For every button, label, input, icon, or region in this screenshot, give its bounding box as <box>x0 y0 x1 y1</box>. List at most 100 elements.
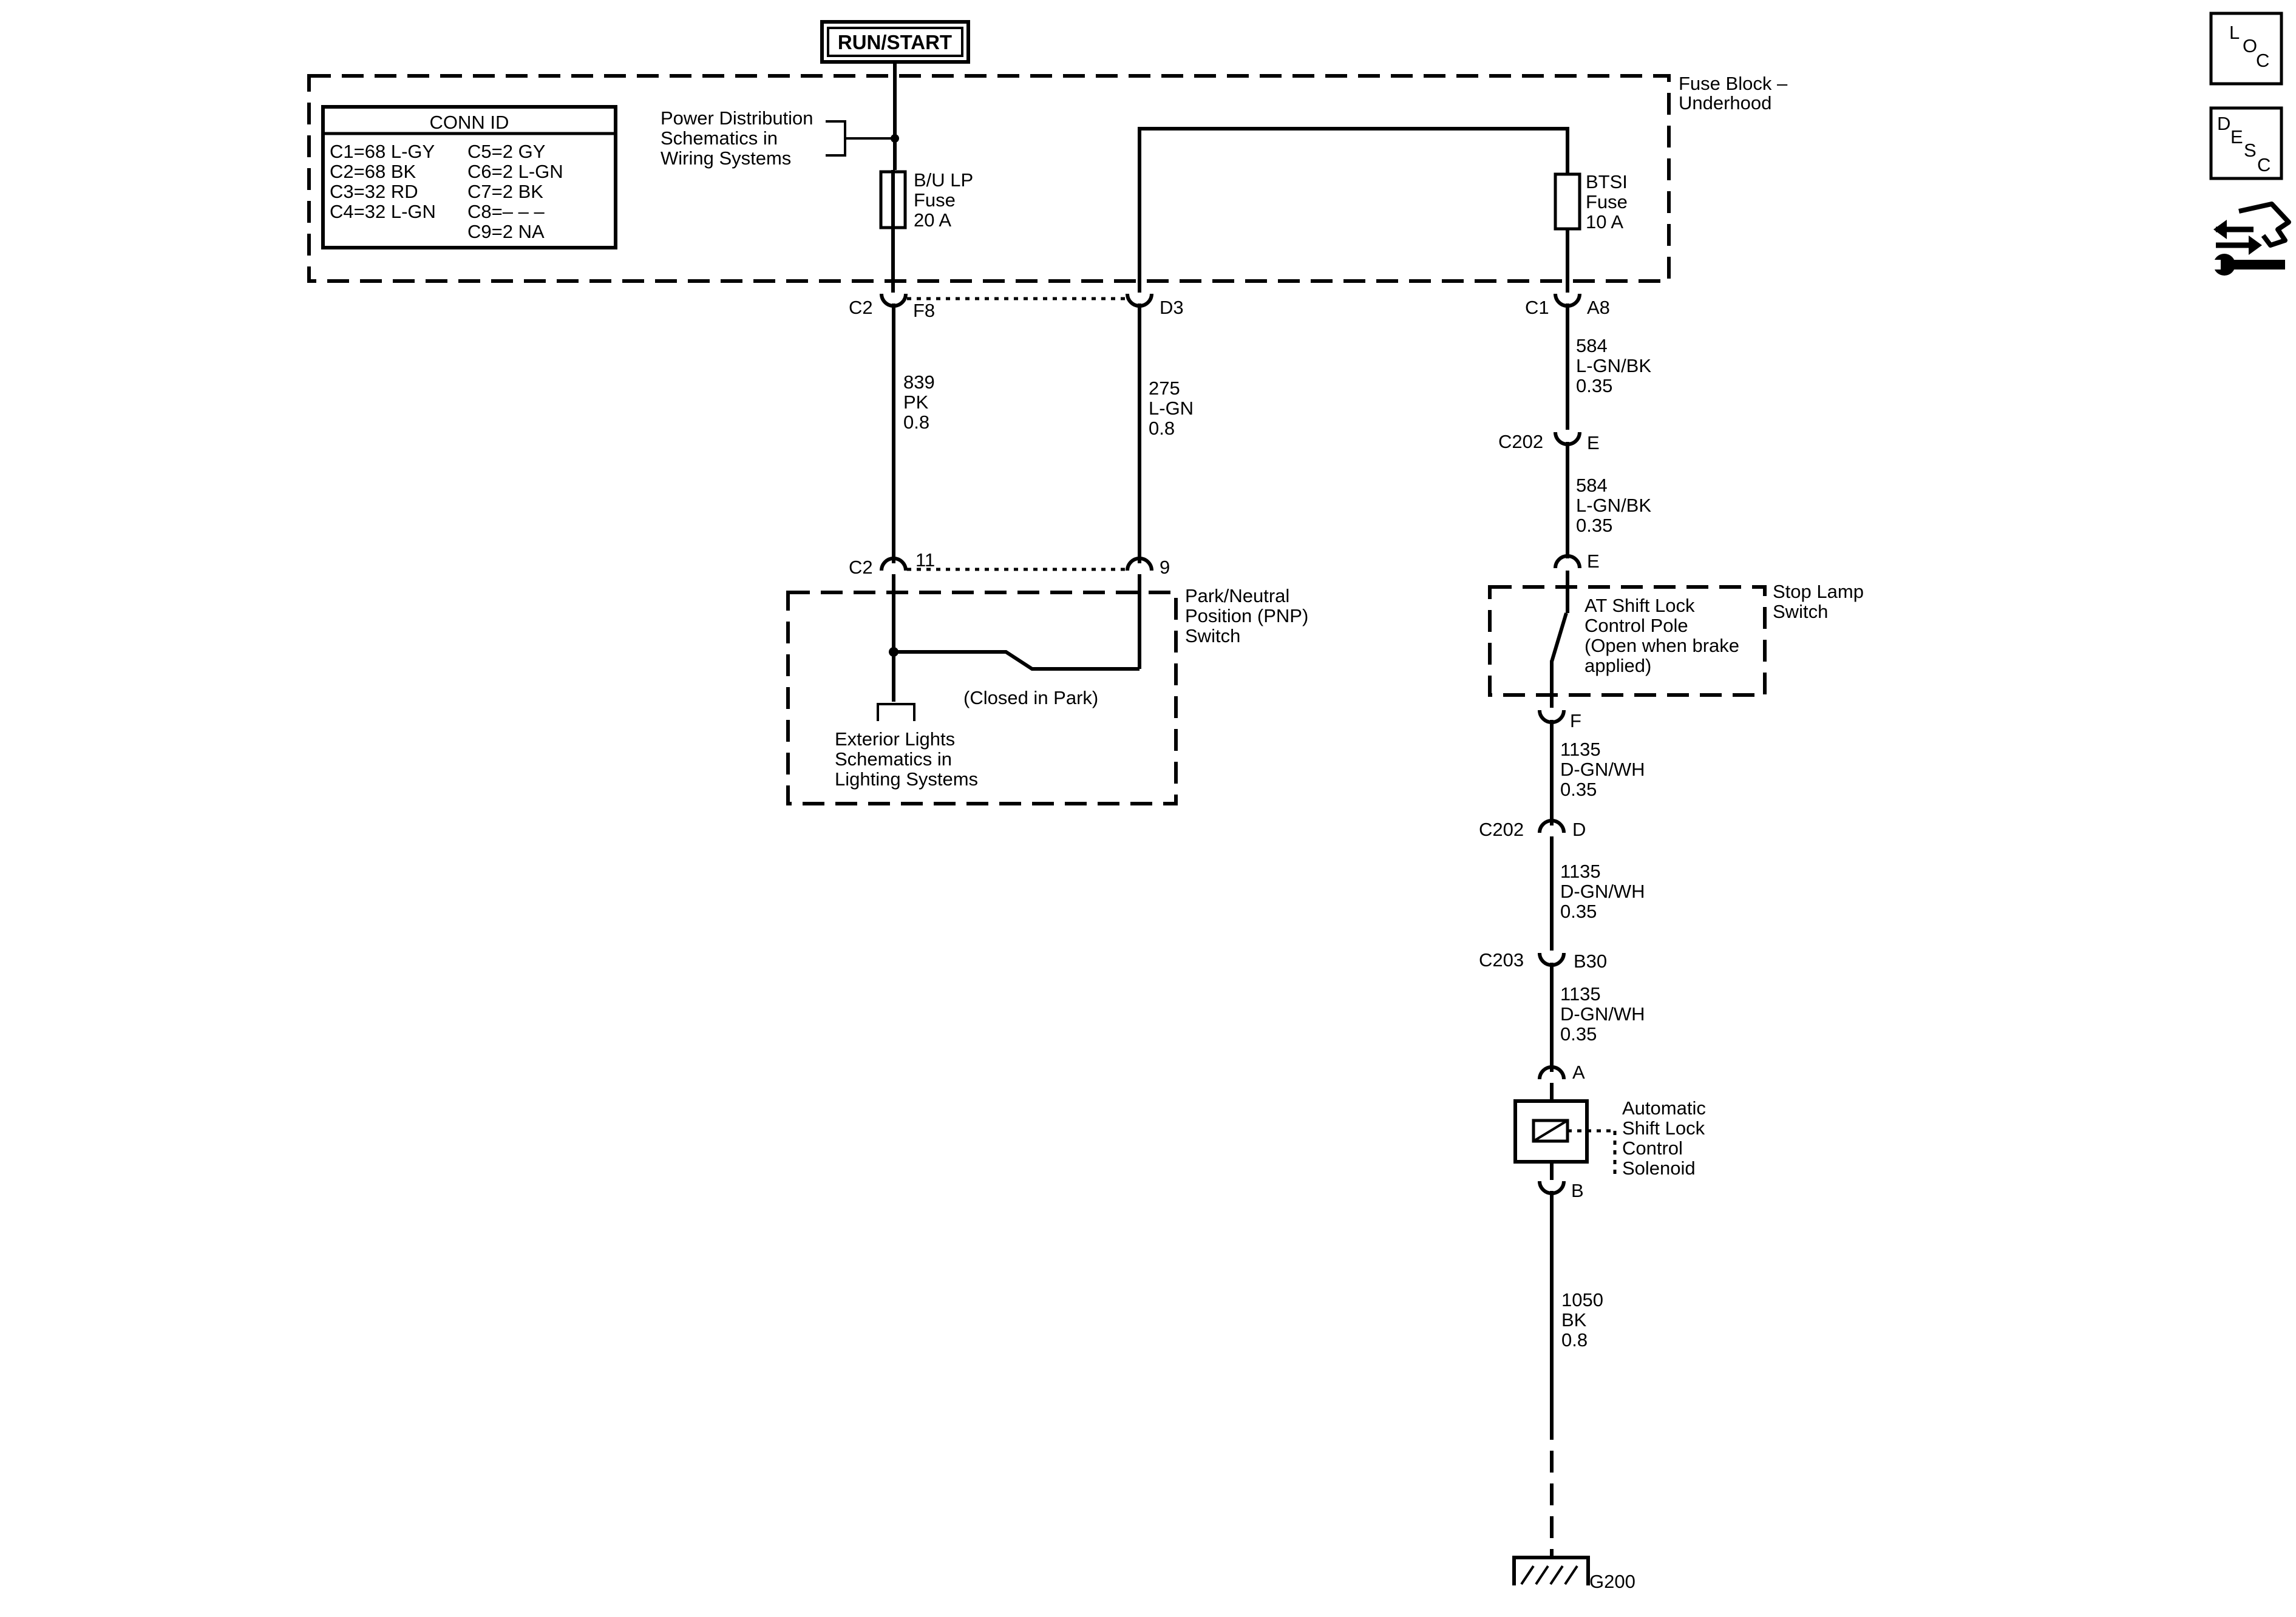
desc-letter-e: E <box>2230 126 2243 147</box>
exterior-lights-bracket <box>877 703 915 721</box>
ground-symbol <box>1512 1556 1590 1585</box>
loc-button[interactable]: L O C <box>2209 12 2283 86</box>
label-f: F <box>1570 710 1581 731</box>
connector-a <box>1538 1065 1566 1080</box>
wire-584b-label-2: L-GN/BK <box>1576 495 1651 516</box>
connector-c2-pin11 <box>880 557 908 571</box>
fuse-block-label-2: Underhood <box>1679 92 1771 114</box>
btsi-fuse-label-1: BTSI <box>1586 171 1628 192</box>
fuse-block-enclosure <box>307 74 1671 283</box>
label-f8: F8 <box>913 300 935 321</box>
exterior-lights-text-2: Schematics in <box>835 748 952 770</box>
wire-1050-label-3: 0.8 <box>1561 1329 1588 1351</box>
label-c203: C203 <box>1479 949 1524 971</box>
wire-1135c-label-1: 1135 <box>1560 983 1601 1005</box>
wire-584a-label-3: 0.35 <box>1576 375 1612 396</box>
stop-lamp-label-1: Stop Lamp <box>1773 581 1864 602</box>
wire-1135a-label-3: 0.35 <box>1560 779 1597 800</box>
wire-1135b-label-2: D-GN/WH <box>1560 881 1645 902</box>
conn-id-left-1: C1=68 L-GY <box>330 141 435 162</box>
wire-1050-label-2: BK <box>1561 1309 1587 1331</box>
wire-275-label-3: 0.8 <box>1149 418 1175 439</box>
stop-lamp-pole-2: Control Pole <box>1584 615 1688 636</box>
wire-584a-label-2: L-GN/BK <box>1576 355 1651 376</box>
btsi-feed-wire <box>1138 127 1569 293</box>
label-c2-top: C2 <box>849 297 873 318</box>
connector-e-bottom <box>1554 554 1581 569</box>
desc-button[interactable]: D E S C <box>2209 106 2283 180</box>
bu-lp-fuse-label-1: B/U LP <box>914 169 973 191</box>
wire-584a-label-1: 584 <box>1576 335 1608 356</box>
conn-id-title: CONN ID <box>430 112 509 133</box>
pnp-label-3: Switch <box>1185 625 1240 646</box>
solenoid-label-3: Control <box>1622 1137 1683 1159</box>
wire-1135b-label-1: 1135 <box>1560 861 1601 882</box>
label-c202-e: C202 <box>1498 431 1543 452</box>
wire-1135c-label-3: 0.35 <box>1560 1023 1597 1045</box>
label-pin11: 11 <box>915 549 935 571</box>
conn-id-table: CONN ID C1=68 L-GY C2=68 BK C3=32 RD C4=… <box>321 105 617 249</box>
power-distribution-ref: Power Distribution Schematics in Wiring … <box>661 107 899 169</box>
exterior-lights-text-3: Lighting Systems <box>835 768 978 790</box>
power-dist-text-1: Power Distribution <box>661 107 813 129</box>
wire-275-label-1: 275 <box>1149 378 1180 399</box>
btsi-fuse <box>1554 172 1581 231</box>
label-c1: C1 <box>1525 297 1549 318</box>
label-b: B <box>1571 1180 1584 1201</box>
solenoid-label-2: Shift Lock <box>1622 1117 1705 1139</box>
wire-1135b-label-3: 0.35 <box>1560 901 1597 922</box>
desc-letter-c: C <box>2257 154 2271 175</box>
connector-c202-d <box>1538 819 1566 833</box>
wire-1135a-label-2: D-GN/WH <box>1560 759 1645 780</box>
wire-1135c-label-2: D-GN/WH <box>1560 1003 1645 1025</box>
pnp-closed-note: (Closed in Park) <box>963 687 1098 708</box>
stop-lamp-pole-4: applied) <box>1584 655 1651 676</box>
loc-letter-c: C <box>2256 50 2269 71</box>
label-g200: G200 <box>1589 1571 1635 1592</box>
wire-584b-label-1: 584 <box>1576 475 1608 496</box>
power-dist-text-2: Schematics in <box>661 127 778 149</box>
pnp-switch-enclosure <box>786 591 1178 805</box>
desc-letter-s: S <box>2244 140 2257 161</box>
loc-letter-l: L <box>2229 22 2240 43</box>
stop-lamp-label-2: Switch <box>1773 601 1828 622</box>
conn-id-right-3: C7=2 BK <box>467 181 543 202</box>
pnp-label-1: Park/Neutral <box>1185 585 1289 606</box>
wire-584b-label-3: 0.35 <box>1576 515 1612 536</box>
label-d3: D3 <box>1160 297 1184 318</box>
btsi-fuse-label-2: Fuse <box>1586 191 1628 212</box>
btsi-fuse-label-3: 10 A <box>1586 211 1623 232</box>
run-start-label: RUN/START <box>838 31 952 53</box>
stop-lamp-switch-enclosure <box>1488 585 1767 697</box>
run-start-box: RUN/START <box>820 20 970 64</box>
label-d: D <box>1572 819 1586 840</box>
wire-1135a-label-1: 1135 <box>1560 739 1601 760</box>
wire-1050-label-1: 1050 <box>1561 1289 1603 1310</box>
pnp-label-2: Position (PNP) <box>1185 605 1308 626</box>
conn-id-right-4: C8=– – – <box>467 201 545 222</box>
label-c202-d: C202 <box>1479 819 1524 840</box>
conn-id-right-2: C6=2 L-GN <box>467 161 563 182</box>
wire-839-label-3: 0.8 <box>903 412 929 433</box>
wire-839-label-2: PK <box>903 392 929 413</box>
bu-lp-fuse-label-2: Fuse <box>914 189 956 211</box>
shift-lock-solenoid <box>1513 1099 1617 1178</box>
conn-id-left-2: C2=68 BK <box>330 161 416 182</box>
stop-lamp-switch-pole <box>1550 612 1568 662</box>
solenoid-label-4: Solenoid <box>1622 1158 1696 1179</box>
arrows-wrench-icon[interactable] <box>2213 202 2291 276</box>
bu-lp-fuse-label-3: 20 A <box>914 209 951 231</box>
fuse-block-label-1: Fuse Block – <box>1679 73 1788 94</box>
connector-c2-pin9 <box>1126 557 1153 571</box>
exterior-lights-text-1: Exterior Lights <box>835 728 955 750</box>
conn-id-right-1: C5=2 GY <box>467 141 545 162</box>
conn-id-right-5: C9=2 NA <box>467 221 545 242</box>
stop-lamp-pole-1: AT Shift Lock <box>1584 595 1695 616</box>
desc-letter-d: D <box>2217 113 2230 134</box>
solenoid-label-1: Automatic <box>1622 1097 1706 1119</box>
wire-275-label-2: L-GN <box>1149 398 1194 419</box>
stop-lamp-pole-3: (Open when brake <box>1584 635 1739 656</box>
label-b30: B30 <box>1574 951 1607 972</box>
loc-letter-o: O <box>2243 35 2257 56</box>
